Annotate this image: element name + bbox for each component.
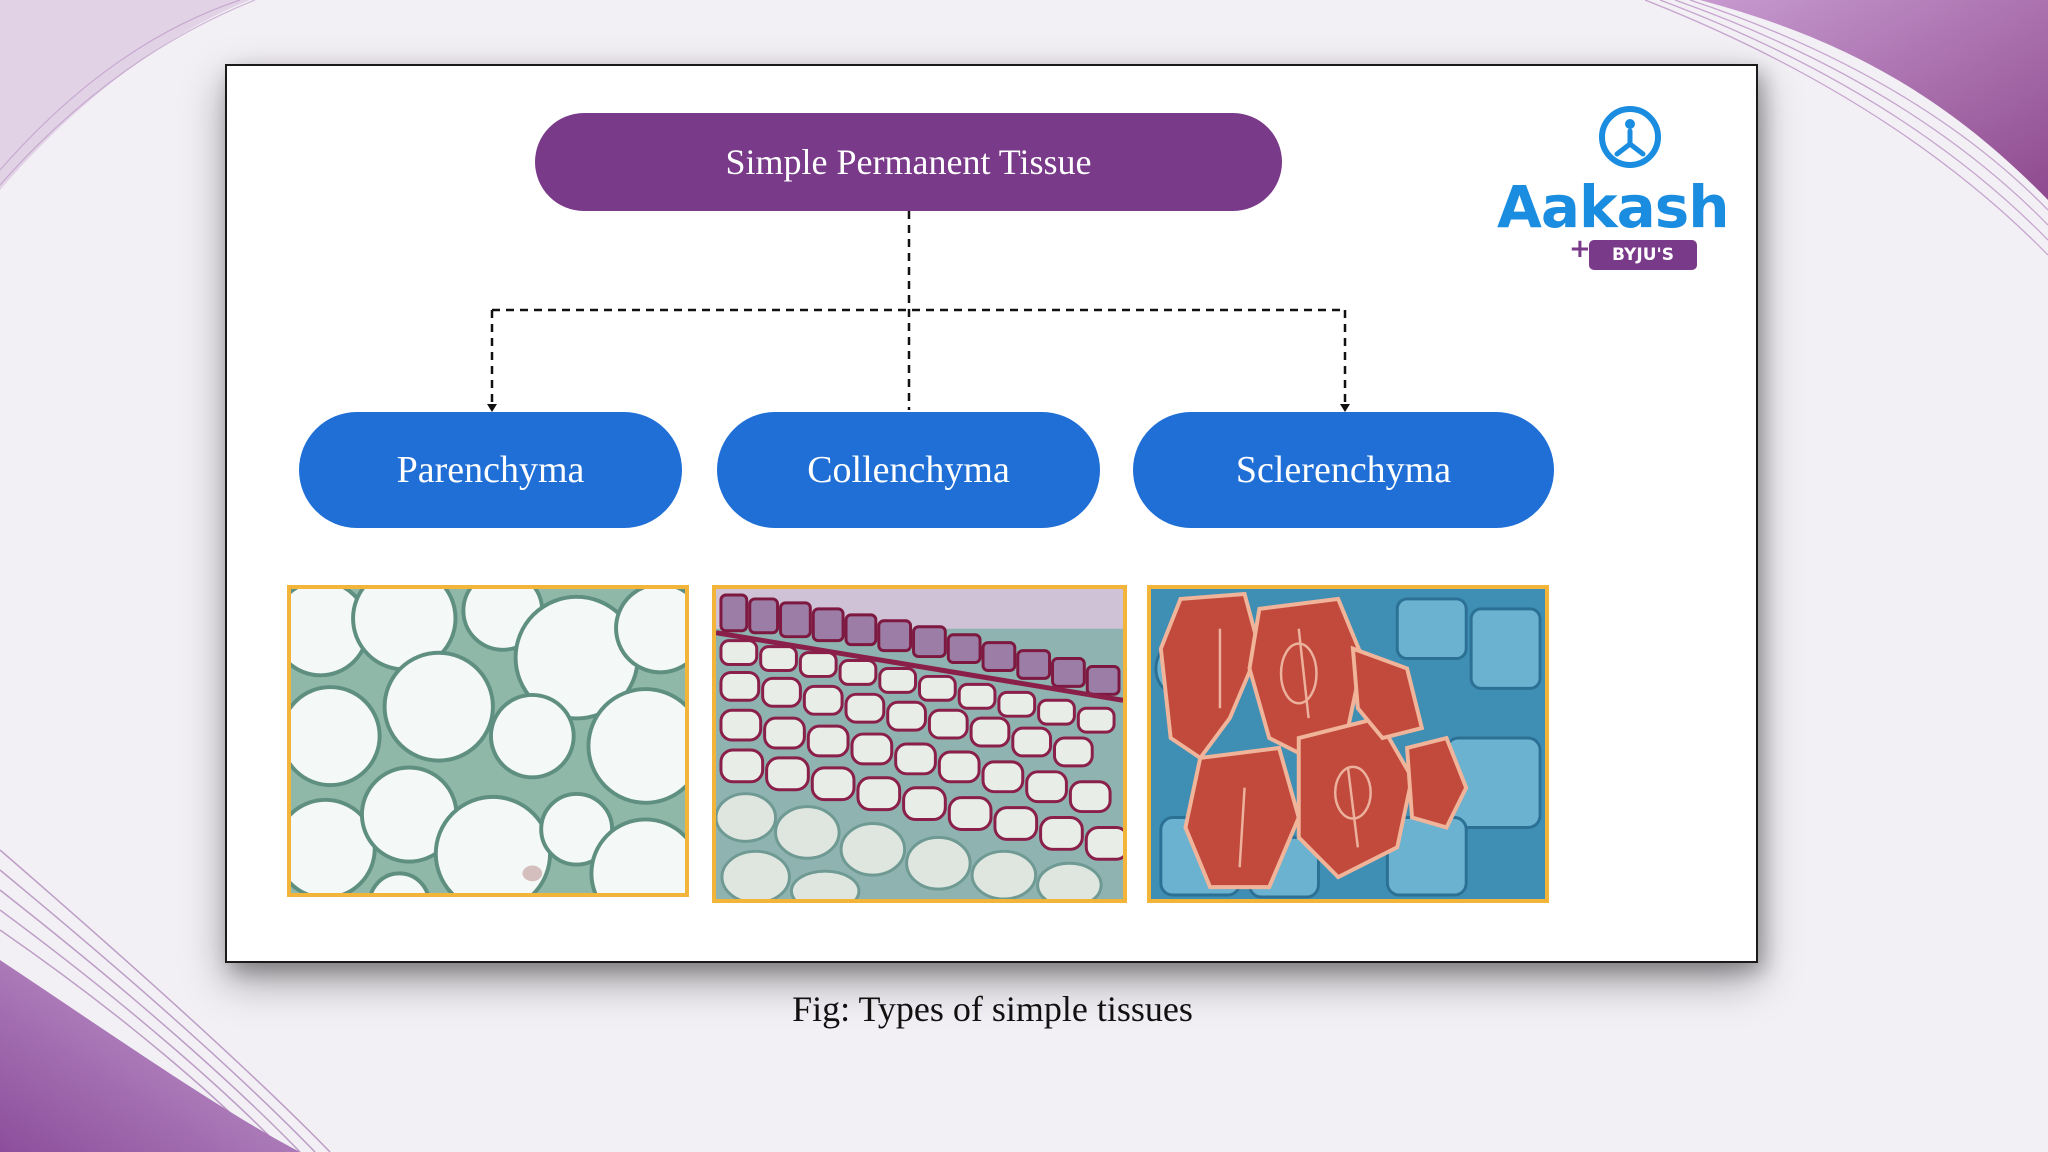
logo-plus: + [1569,234,1591,264]
root-node: Simple Permanent Tissue [535,113,1282,211]
node-sclerenchyma: Sclerenchyma [1133,412,1554,528]
node-collenchyma: Collenchyma [717,412,1100,528]
connector-lines [487,211,1350,412]
figure-caption: Fig: Types of simple tissues [792,989,1193,1029]
sclerenchyma-micrograph [1147,585,1549,903]
node-parenchyma: Parenchyma [299,412,682,528]
collenchyma-micrograph [712,585,1127,903]
diagram-slide: Simple Permanent Tissue Parenchyma Colle… [225,64,1758,963]
aakash-emblem-icon [1599,106,1661,168]
aakash-byjus-logo: Aakash + BYJU'S [1497,94,1737,270]
parenchyma-micrograph [287,585,689,897]
logo-byjus-badge: BYJU'S [1589,240,1697,270]
logo-wordmark: Aakash [1497,173,1730,241]
